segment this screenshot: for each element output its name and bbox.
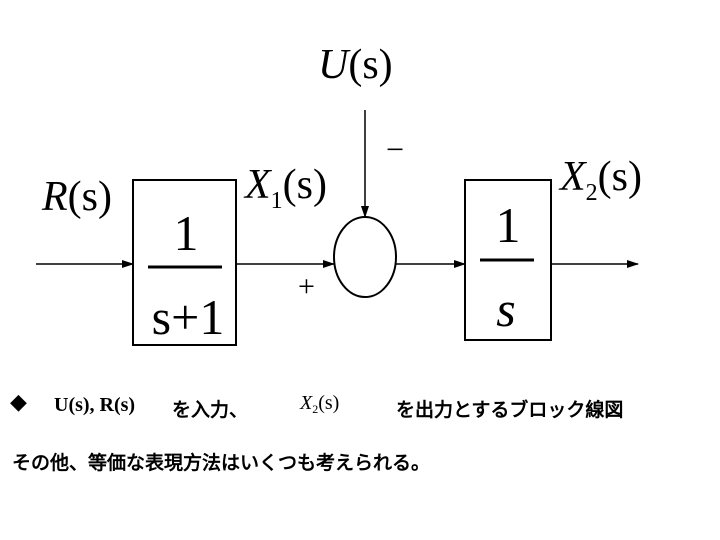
block-1-denominator: s+1 <box>152 289 225 345</box>
note-output-symbol-group: X2(s) <box>300 392 339 417</box>
note-output-symbol: X <box>300 392 313 414</box>
summing-junction <box>333 216 397 298</box>
note-output-arg: (s) <box>318 392 340 414</box>
label-x2-arg: (s) <box>598 154 642 200</box>
label-r: R(s) <box>41 174 112 220</box>
plus-sign: + <box>298 270 315 303</box>
minus-sign: − <box>386 131 404 167</box>
block-2-denominator: s <box>496 281 515 337</box>
note-inputs-suffix: を入力、 <box>172 399 249 421</box>
label-x1: X1(s) <box>243 162 327 214</box>
label-x2: X2(s) <box>558 154 642 206</box>
bullet-diamond-icon: ◆ <box>10 390 27 415</box>
label-u-symbol: U <box>318 42 351 88</box>
label-u-arg: (s) <box>348 42 392 88</box>
note-inputs: U(s), R(s) <box>54 394 136 416</box>
label-x1-subscript: 1 <box>271 188 283 214</box>
label-u: U(s) <box>318 42 393 88</box>
note-line-2: その他、等価な表現方法はいくつも考えられる。 <box>12 452 431 474</box>
block-1-numerator: 1 <box>174 205 199 261</box>
note-output-suffix: を出力とするブロック線図 <box>396 399 624 421</box>
note-output-subscript: 2 <box>312 402 319 416</box>
block-2-numerator: 1 <box>496 197 521 253</box>
label-r-arg: (s) <box>68 174 112 220</box>
label-x1-arg: (s) <box>283 162 327 208</box>
label-x1-symbol: X <box>243 162 273 208</box>
label-x2-symbol: X <box>558 154 588 200</box>
label-x2-subscript: 2 <box>586 180 598 206</box>
label-r-symbol: R <box>41 174 68 220</box>
